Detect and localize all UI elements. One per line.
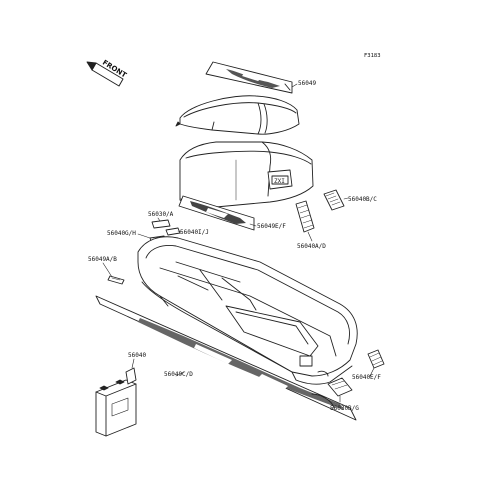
part-label-56030a: 56030/A	[148, 211, 174, 218]
decal-56049cd	[95, 295, 357, 421]
part-label-56049cd: 56049C/D	[164, 371, 193, 378]
part-label-56049ef: 56049E/F	[257, 223, 286, 230]
pad-56040ef	[367, 349, 385, 377]
part-label-56040: 56040	[128, 352, 147, 359]
part-label-56030bg: 56030B/G	[330, 405, 359, 412]
decal-56049	[205, 61, 298, 94]
figure-code: F3183	[364, 53, 381, 59]
svg-text:ZXI: ZXI	[274, 178, 285, 185]
pad-56040ad	[295, 200, 315, 242]
part-label-56040gh: 56040G/H	[107, 230, 136, 237]
part-label-56040ef: 56040E/F	[352, 374, 381, 381]
decal-56030a	[151, 217, 171, 229]
part-label-56040bc: 56040B/C	[348, 196, 377, 203]
part-label-56040ij: 56040I/J	[180, 229, 209, 236]
part-label-56040ad: 56040A/D	[297, 243, 326, 250]
decal-56040ij	[165, 227, 182, 236]
pad-56040bc	[323, 189, 349, 211]
tag-56040	[125, 358, 137, 385]
part-label-56049ab: 56049A/B	[88, 256, 117, 263]
hull	[137, 236, 358, 385]
decal-56049ef	[178, 195, 257, 231]
battery	[95, 379, 137, 437]
part-label-56049: 56049	[298, 80, 317, 87]
decal-56030bg	[327, 377, 353, 403]
front-arrow-icon	[86, 61, 124, 87]
seat-cover	[175, 95, 300, 135]
hood: ZXI	[179, 141, 314, 208]
decal-56049ab	[102, 262, 125, 285]
